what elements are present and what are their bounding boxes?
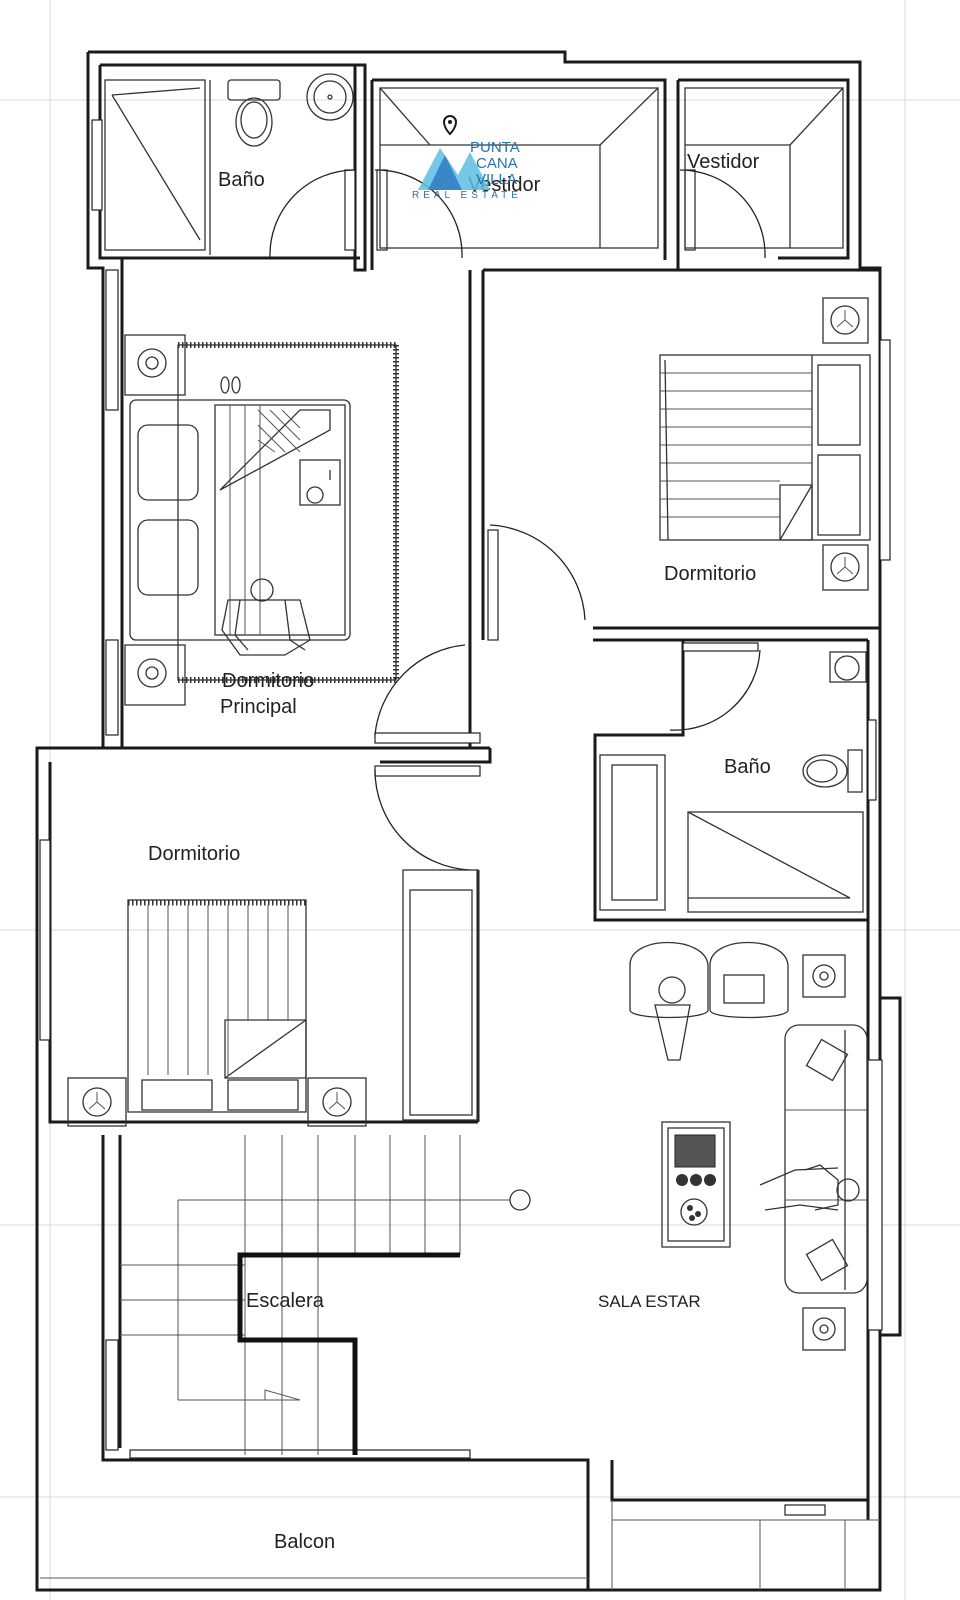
bedroom-right-label: Dormitorio	[664, 563, 756, 585]
balcony: Balcon	[40, 1500, 880, 1590]
bath-right: Baño	[599, 651, 867, 913]
sink-icon	[829, 651, 867, 683]
stairs-label: Escalera	[246, 1290, 325, 1312]
bath-top-left-label: Baño	[218, 169, 265, 191]
nightstand-lamp-icon	[822, 297, 869, 344]
armchair-icon	[709, 941, 789, 1019]
logo-line-2: CANA	[476, 155, 518, 172]
bed-icon	[659, 354, 871, 541]
brand-logo: PUNTA CANA VILLA REAL ESTATE	[412, 115, 522, 201]
closet-middle-label: Vestidor	[468, 174, 541, 196]
nightstand-lamp-icon	[124, 644, 186, 706]
door-swings	[269, 169, 766, 871]
closet-middle: Vestidor	[379, 87, 659, 249]
balcony-label: Balcon	[274, 1531, 335, 1553]
living-room-label: SALA ESTAR	[598, 1292, 701, 1311]
toilet-icon	[227, 79, 281, 147]
logo-line-1: PUNTA	[470, 139, 520, 156]
staircase: Escalera	[120, 1135, 531, 1455]
exterior-walls	[35, 50, 882, 1592]
nightstand-lamp-icon	[307, 1077, 367, 1127]
bedroom-right: Dormitorio	[659, 297, 871, 591]
closet-right: Vestidor	[684, 87, 844, 249]
master-bedroom: Dormitorio Principal	[124, 334, 399, 718]
sink-icon	[306, 73, 354, 121]
location-pin-icon	[442, 115, 458, 136]
logo-tagline: REAL ESTATE	[412, 190, 522, 201]
person-figure-icon	[759, 1164, 860, 1211]
sofa-icon	[784, 1024, 868, 1294]
interior-walls	[101, 63, 902, 1590]
armchair-icon	[629, 941, 709, 1061]
closet-right-label: Vestidor	[687, 151, 760, 173]
windows	[39, 119, 891, 1516]
bath-right-label: Baño	[724, 756, 771, 778]
coffee-table-icon	[661, 1121, 731, 1248]
nightstand-lamp-icon	[67, 1077, 127, 1127]
bed-icon	[127, 899, 307, 1113]
nightstand-lamp-icon	[802, 1307, 846, 1351]
living-room: SALA ESTAR	[598, 941, 868, 1351]
toilet-icon	[802, 749, 863, 793]
master-bedroom-label-line1: Dormitorio	[222, 670, 314, 692]
person-figure-icon	[221, 578, 311, 656]
logo-line-3: VILLA	[476, 171, 517, 188]
nightstand-lamp-icon	[124, 334, 186, 396]
nightstand-lamp-icon	[802, 954, 846, 998]
master-bedroom-label-line2: Principal	[220, 696, 297, 718]
bed-icon	[129, 399, 351, 641]
nightstand-lamp-icon	[822, 544, 869, 591]
bedroom-left-label: Dormitorio	[148, 843, 240, 865]
bedroom-left: Dormitorio	[67, 843, 479, 1127]
bath-top-left: Baño	[104, 73, 354, 255]
